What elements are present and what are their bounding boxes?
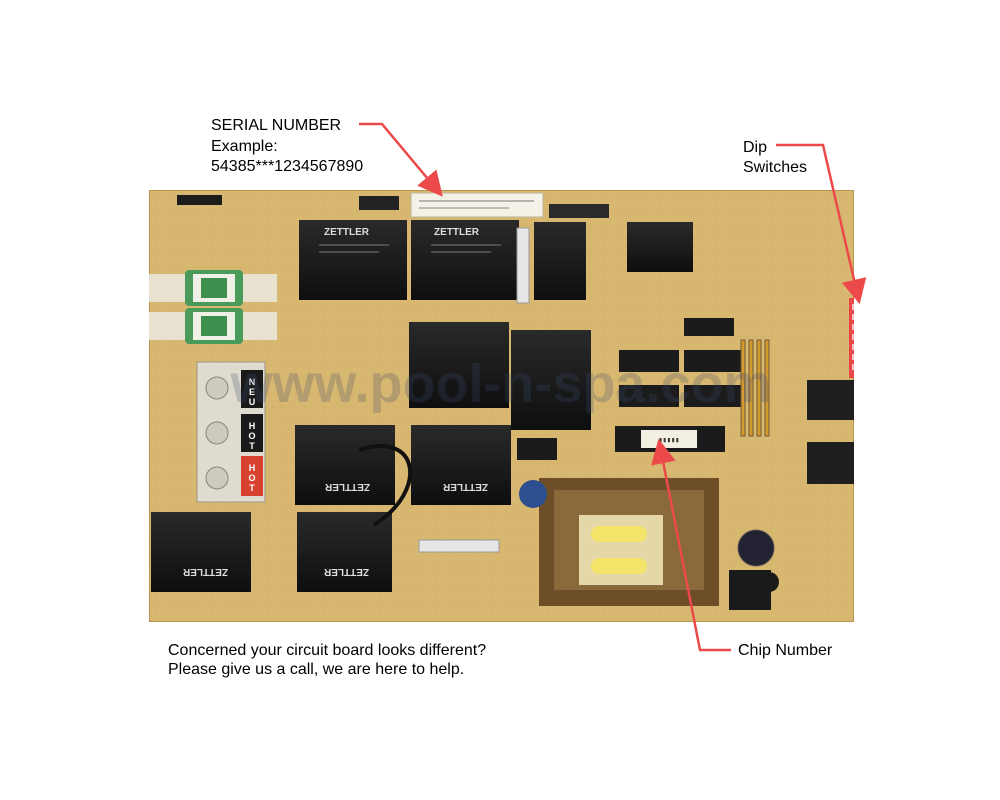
svg-text:▮▮▮▮▮: ▮▮▮▮▮	[658, 436, 679, 444]
relay-1: ZETTLER	[299, 220, 407, 300]
dip-switch-block	[849, 298, 854, 378]
svg-text:T: T	[249, 441, 255, 451]
relay-5	[409, 322, 509, 408]
svg-text:O: O	[248, 431, 255, 441]
serial-number-arrow	[359, 122, 443, 197]
relay-2: ZETTLER	[411, 220, 519, 300]
watermark: www.pool-n-spa.com	[229, 354, 771, 414]
chip-number-ic: ▮▮▮▮▮	[615, 426, 725, 452]
svg-text:H: H	[249, 421, 256, 431]
svg-text:N: N	[249, 377, 256, 387]
svg-text:ZETTLER: ZETTLER	[182, 566, 228, 577]
dip-switches-label-line1: Dip	[743, 139, 768, 156]
svg-text:U: U	[249, 397, 256, 407]
transformer	[539, 478, 719, 606]
dip-switches-label-line2: Switches	[743, 159, 808, 176]
terminal-block: N E U H O T H O T	[196, 361, 266, 503]
capacitor-blue	[519, 480, 547, 508]
svg-text:H: H	[249, 463, 256, 473]
relay-3	[534, 222, 586, 300]
svg-text:ZETTLER: ZETTLER	[324, 481, 370, 492]
fuse-bottom	[149, 308, 277, 344]
chip-number-label: Chip Number	[738, 642, 833, 659]
fuse-top	[149, 270, 277, 306]
svg-text:T: T	[249, 483, 255, 493]
relay-4	[627, 222, 693, 272]
glass-fuse-horizontal	[418, 539, 500, 553]
svg-text:ZETTLER: ZETTLER	[434, 227, 480, 238]
ic-chip-row	[619, 318, 744, 407]
circuit-board-image: N E U H O T H O T ZETTLER ZETTLER	[149, 190, 854, 622]
relay-7: ZETTLER	[295, 425, 395, 505]
rj-connector-top	[807, 380, 854, 420]
resistor-array	[740, 339, 770, 437]
svg-text:ZETTLER: ZETTLER	[442, 481, 488, 492]
relay-9: ZETTLER	[151, 512, 251, 592]
svg-text:O: O	[248, 473, 255, 483]
svg-text:E: E	[249, 387, 255, 397]
serial-number-title: SERIAL NUMBER	[211, 117, 342, 134]
help-note-line1: Concerned your circuit board looks diffe…	[168, 642, 487, 659]
svg-text:ZETTLER: ZETTLER	[323, 566, 369, 577]
relay-8: ZETTLER	[411, 425, 511, 505]
serial-number-example-value: 54385***1234567890	[211, 158, 364, 175]
serial-number-sticker	[410, 192, 544, 218]
wire-loop	[358, 444, 413, 527]
svg-text:ZETTLER: ZETTLER	[324, 227, 370, 238]
capacitor-large	[737, 529, 775, 567]
rj-connector-bottom	[807, 442, 854, 484]
glass-fuse-vertical	[516, 227, 530, 304]
help-note-line2: Please give us a call, we are here to he…	[168, 661, 465, 678]
serial-number-example-label: Example:	[211, 138, 278, 155]
relay-6	[511, 330, 591, 430]
